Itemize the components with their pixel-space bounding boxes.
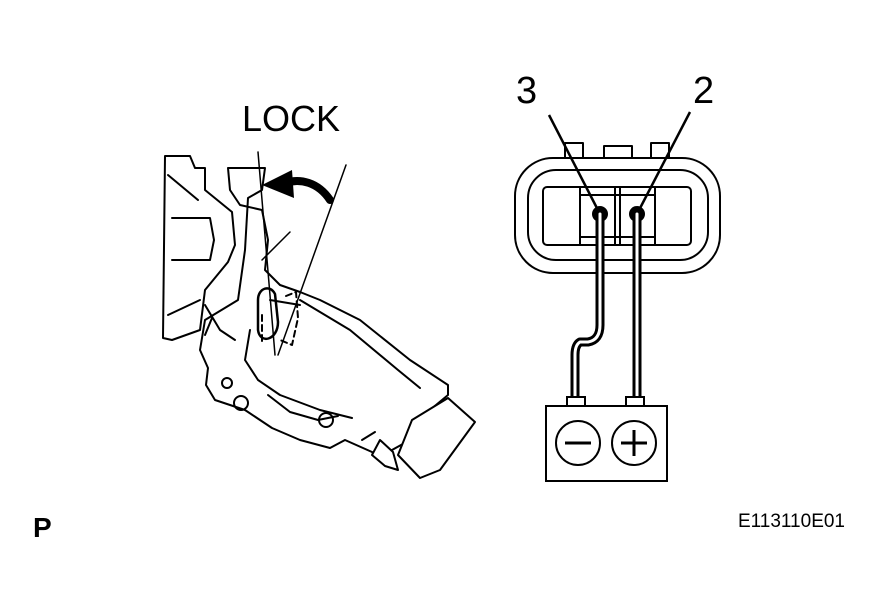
terminal-2-label: 2 [693,70,714,112]
figure-code: E113110E01 [738,511,845,532]
connector-front-view [514,142,721,274]
actuator-connector [397,397,476,479]
test-leads [570,209,642,405]
terminal-leader-lines [547,111,692,215]
lock-label: LOCK [242,98,340,139]
lock-direction-arrow-icon [262,170,334,204]
actuator-housing [199,167,449,459]
connector-inner-shell [527,169,709,261]
connector-outer-shell [514,157,721,274]
battery [545,396,668,482]
door-lock-actuator [162,151,476,479]
lock-guide-line-right [277,164,347,356]
mounting-bracket [162,155,236,341]
lock-guide-line-left [257,151,276,356]
terminal-3-label: 3 [516,70,537,112]
negative-lead-inner [573,212,602,402]
corner-letter: P [33,512,52,543]
